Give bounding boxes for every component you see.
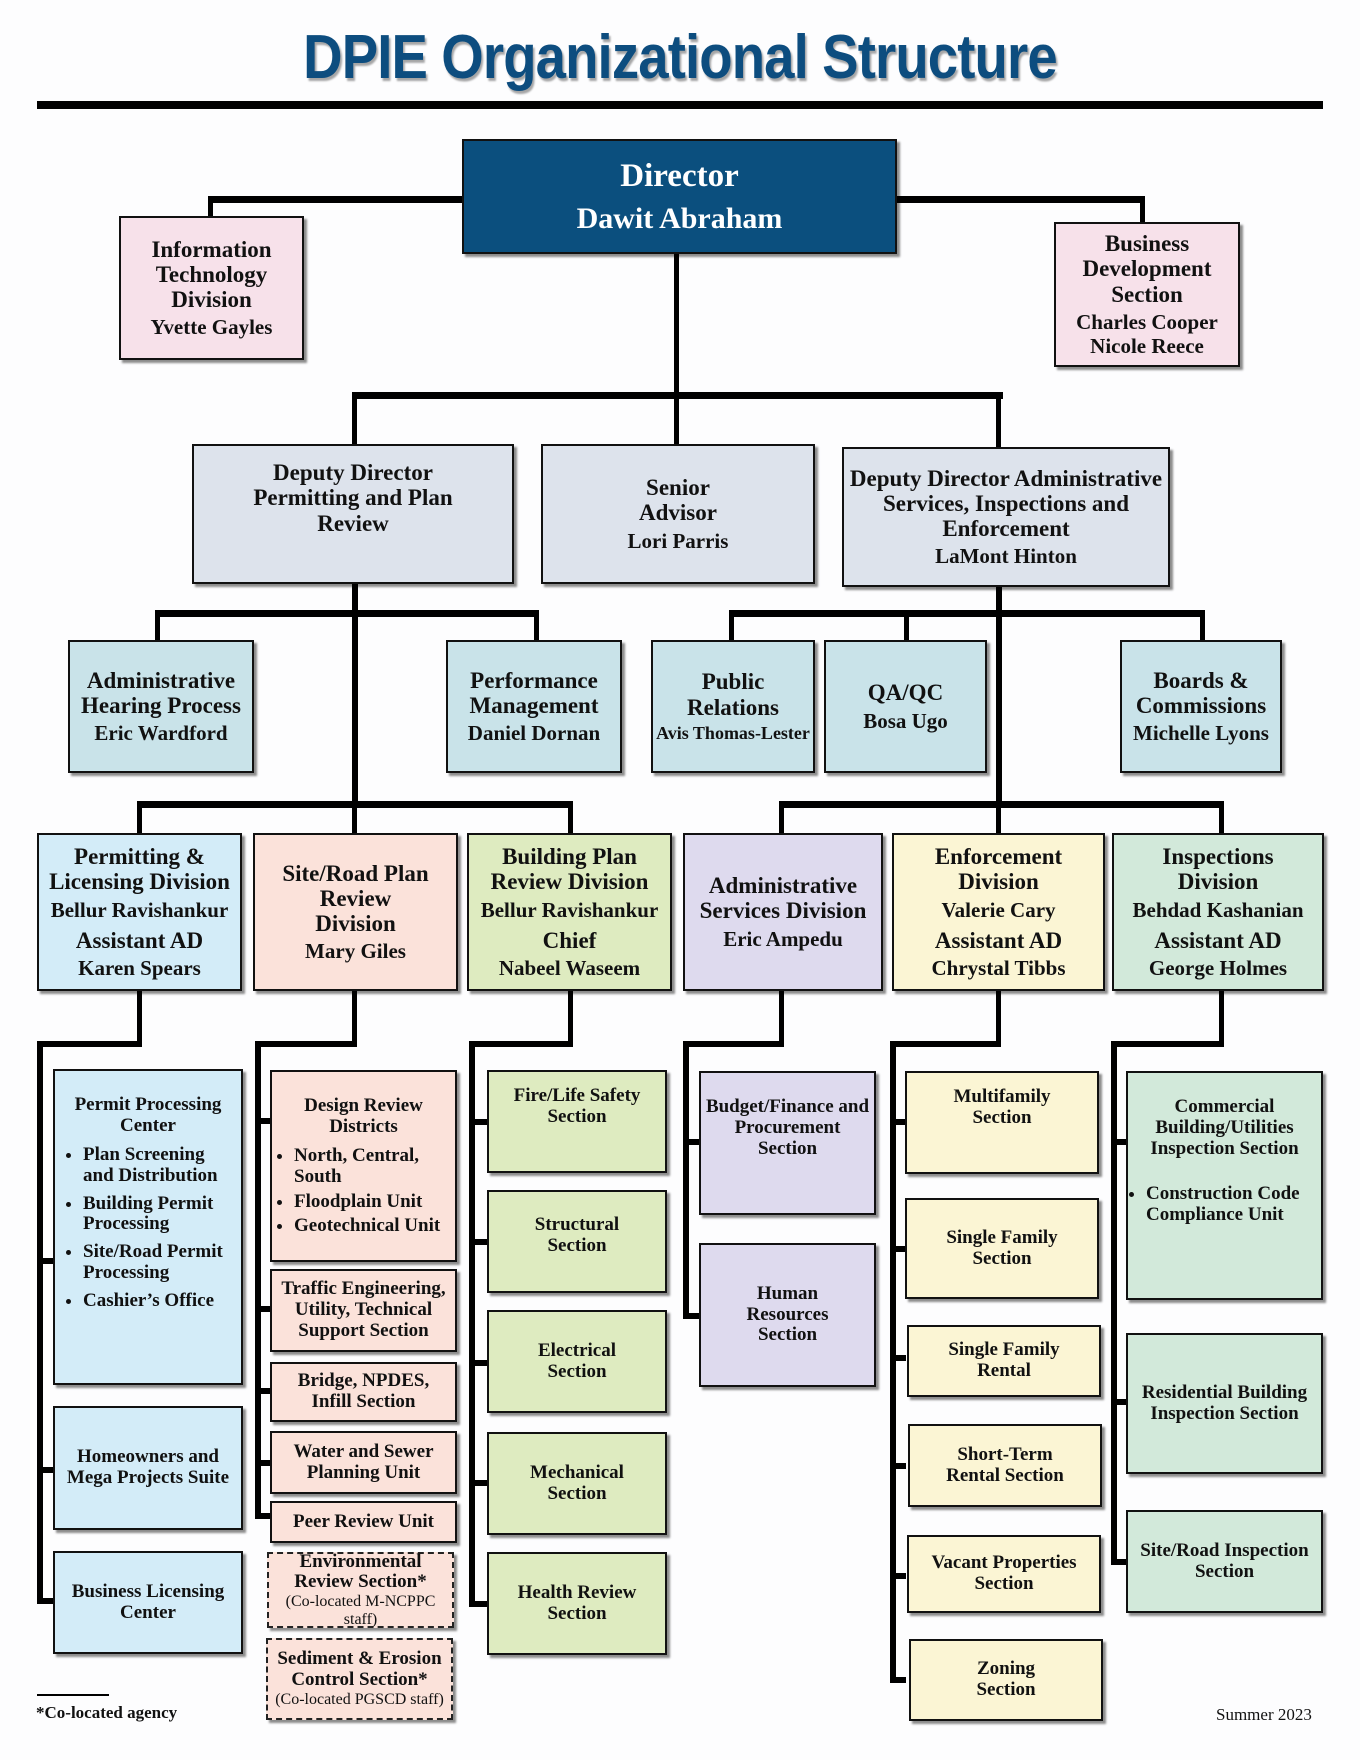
design-review-list: North, Central, South Floodplain Unit Ge…: [272, 1145, 455, 1238]
office-admin-hearing: Administrative Hearing Process Eric Ward…: [68, 640, 254, 773]
unit-design-review-districts: Design Review Districts North, Central, …: [270, 1070, 457, 1262]
unit-electrical: Electrical Section: [487, 1310, 667, 1413]
unit-fire-life-safety: Fire/Life Safety Section: [487, 1070, 667, 1173]
page-title: DPIE Organizational Structure: [303, 23, 1058, 92]
unit-short-term-rental: Short-Term Rental Section: [908, 1424, 1102, 1507]
office-public-relations: Public Relations Avis Thomas-Lester: [651, 640, 815, 773]
unit-vacant-properties: Vacant Properties Section: [907, 1535, 1101, 1613]
title-rule: [37, 101, 1323, 109]
office-performance-management: Performance Management Daniel Dornan: [446, 640, 622, 773]
commercial-list: Construction Code Compliance Unit: [1128, 1183, 1321, 1233]
unit-permit-processing-center: Permit Processing Center Plan Screening …: [53, 1069, 243, 1385]
ppc-list: Plan Screening and Distribution Building…: [55, 1144, 241, 1319]
unit-zoning: Zoning Section: [909, 1639, 1103, 1721]
senior-advisor-box: Senior Advisor Lori Parris: [541, 444, 815, 584]
office-qa-qc: QA/QC Bosa Ugo: [824, 640, 987, 773]
unit-health-review: Health Review Section: [487, 1552, 667, 1655]
division-administrative-services: Administrative Services Division Eric Am…: [683, 833, 883, 991]
unit-environmental-review: Environmental Review Section* (Co-locate…: [267, 1551, 454, 1628]
unit-homeowners-mega-projects: Homeowners and Mega Projects Suite: [53, 1406, 243, 1530]
unit-water-sewer: Water and Sewer Planning Unit: [270, 1431, 457, 1494]
unit-single-family-rental: Single Family Rental: [907, 1325, 1101, 1397]
unit-multifamily: Multifamily Section: [905, 1071, 1099, 1174]
it-division-box: Information Technology Division Yvette G…: [119, 216, 304, 360]
director-box: Director Dawit Abraham: [462, 139, 897, 254]
business-development-box: Business Development Section Charles Coo…: [1054, 222, 1240, 367]
unit-budget-finance: Budget/Finance and Procurement Section: [699, 1071, 876, 1215]
office-boards-commissions: Boards & Commissions Michelle Lyons: [1120, 640, 1282, 773]
unit-human-resources: Human Resources Section: [699, 1243, 876, 1387]
unit-residential-building: Residential Building Inspection Section: [1126, 1333, 1323, 1474]
unit-mechanical: Mechanical Section: [487, 1432, 667, 1535]
unit-single-family: Single Family Section: [905, 1198, 1099, 1299]
unit-sediment-erosion: Sediment & Erosion Control Section* (Co-…: [266, 1638, 453, 1720]
division-inspections: Inspections Division Behdad Kashanian As…: [1112, 833, 1324, 991]
unit-structural: Structural Section: [487, 1190, 667, 1293]
unit-commercial-building: Commercial Building/Utilities Inspection…: [1126, 1071, 1323, 1300]
unit-bridge-npdes: Bridge, NPDES, Infill Section: [270, 1362, 457, 1422]
division-site-road: Site/Road Plan Review Division Mary Gile…: [253, 833, 458, 991]
division-building-plan-review: Building Plan Review Division Bellur Rav…: [467, 833, 672, 991]
unit-business-licensing: Business Licensing Center: [53, 1551, 243, 1654]
date-label: Summer 2023: [1216, 1705, 1312, 1724]
deputy-permitting-box: Deputy Director Permitting and Plan Revi…: [192, 444, 514, 584]
division-enforcement: Enforcement Division Valerie Cary Assist…: [892, 833, 1105, 991]
footnote-rule: [37, 1694, 109, 1696]
unit-site-road-inspection: Site/Road Inspection Section: [1126, 1510, 1323, 1613]
division-permitting-licensing: Permitting & Licensing Division Bellur R…: [37, 833, 242, 991]
unit-peer-review: Peer Review Unit: [270, 1501, 457, 1543]
deputy-admin-box: Deputy Director Administrative Services,…: [842, 447, 1170, 587]
unit-traffic-engineering: Traffic Engineering, Utility, Technical …: [270, 1269, 457, 1352]
footnote: *Co-located agency: [36, 1703, 178, 1722]
